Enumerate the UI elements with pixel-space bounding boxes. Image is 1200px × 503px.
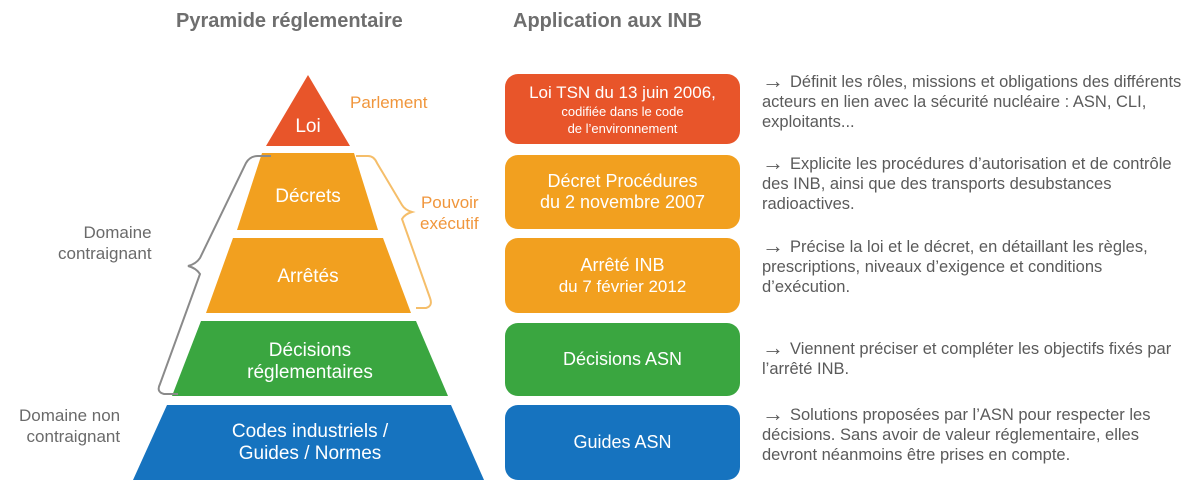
- tier-label-arretes: Arrêtés: [277, 266, 339, 287]
- contraignant-line1: Domaine: [83, 223, 152, 242]
- app-guides-label: Guides ASN: [573, 432, 672, 452]
- non-contraignant-line2: contraignant: [26, 427, 121, 446]
- tier-label-decrets: Décrets: [275, 186, 341, 207]
- domaine-contraignant-label: Domaine contraignant: [58, 222, 152, 264]
- app-box-decret: Décret Procédures du 2 novembre 2007: [505, 155, 740, 229]
- app-loi-line3: de l’environnement: [567, 120, 678, 136]
- desc-guides-text: Solutions proposées par l’ASN pour respe…: [762, 406, 1151, 464]
- tier-label-codes-line1: Codes industriels /: [231, 421, 389, 442]
- desc-decisions-text: Viennent préciser et compléter les objec…: [762, 340, 1172, 378]
- arrow-right-icon: →: [762, 401, 784, 426]
- non-contraignant-line1: Domaine non: [19, 406, 121, 425]
- app-decisions-label: Décisions ASN: [562, 349, 683, 369]
- pyramid-tier-codes: [133, 405, 484, 480]
- arrow-right-icon: →: [762, 233, 784, 258]
- tier-label-codes: Codes industriels / Guides / Normes: [232, 421, 388, 465]
- tier-label-decisions-line1: Décisions: [268, 340, 352, 361]
- app-box-loi-tsn: Loi TSN du 13 juin 2006, codifiée dans l…: [505, 74, 740, 144]
- pyramid-tier-arretes: [206, 238, 411, 313]
- domaine-non-contraignant-label: Domaine non contraignant: [19, 405, 120, 447]
- app-decret-line2: du 2 novembre 2007: [539, 192, 706, 212]
- desc-guides: →Solutions proposées par l’ASN pour resp…: [762, 401, 1194, 465]
- pouvoir-executif-bracket: [356, 155, 432, 309]
- regulatory-pyramid: [133, 75, 484, 480]
- desc-loi-text: Définit les rôles, missions et obligatio…: [762, 73, 1182, 131]
- tier-label-loi: Loi: [295, 116, 321, 137]
- pyramid-tier-decrets: [237, 153, 378, 230]
- tier-label-decisions-line2: réglementaires: [247, 362, 373, 383]
- app-loi-line1: Loi TSN du 13 juin 2006,: [529, 82, 716, 102]
- app-arrete-line2: du 7 février 2012: [558, 276, 687, 296]
- arrow-right-icon: →: [762, 150, 784, 175]
- app-box-decisions-asn: Décisions ASN: [505, 323, 740, 396]
- desc-arrete-text: Précise la loi et le décret, en détailla…: [762, 238, 1148, 296]
- pyramid-heading: Pyramide réglementaire: [176, 10, 403, 32]
- contraignant-line2: contraignant: [58, 244, 152, 263]
- desc-arrete: →Précise la loi et le décret, en détaill…: [762, 233, 1194, 297]
- arrow-right-icon: →: [762, 335, 784, 360]
- app-box-guides-asn: Guides ASN: [505, 405, 740, 480]
- pouvoir-executif-label: Pouvoir exécutif: [409, 192, 479, 234]
- desc-loi: →Définit les rôles, missions et obligati…: [762, 68, 1194, 132]
- app-arrete-line1: Arrêté INB: [580, 254, 665, 275]
- domaine-contraignant-bracket: [157, 155, 271, 395]
- tier-label-codes-line2: Guides / Normes: [238, 443, 382, 464]
- parlement-label: Parlement: [350, 93, 428, 112]
- app-decret-line1: Décret Procédures: [547, 171, 698, 191]
- application-heading: Application aux INB: [513, 10, 702, 32]
- pouvoir-line1: Pouvoir: [420, 193, 479, 212]
- desc-decisions: →Viennent préciser et compléter les obje…: [762, 335, 1194, 379]
- desc-decret: →Explicite les procédures d’autorisation…: [762, 150, 1194, 214]
- pyramid-tier-decisions: [172, 321, 448, 396]
- arrow-right-icon: →: [762, 68, 784, 93]
- pouvoir-line2: exécutif: [420, 214, 479, 233]
- desc-decret-text: Explicite les procédures d’autorisation …: [762, 155, 1172, 213]
- tier-label-decisions: Décisions réglementaires: [247, 340, 373, 384]
- pyramid-tier-loi: [266, 75, 350, 146]
- app-box-arrete: Arrêté INB du 7 février 2012: [505, 238, 740, 313]
- app-loi-line2: codifiée dans le code: [561, 103, 684, 119]
